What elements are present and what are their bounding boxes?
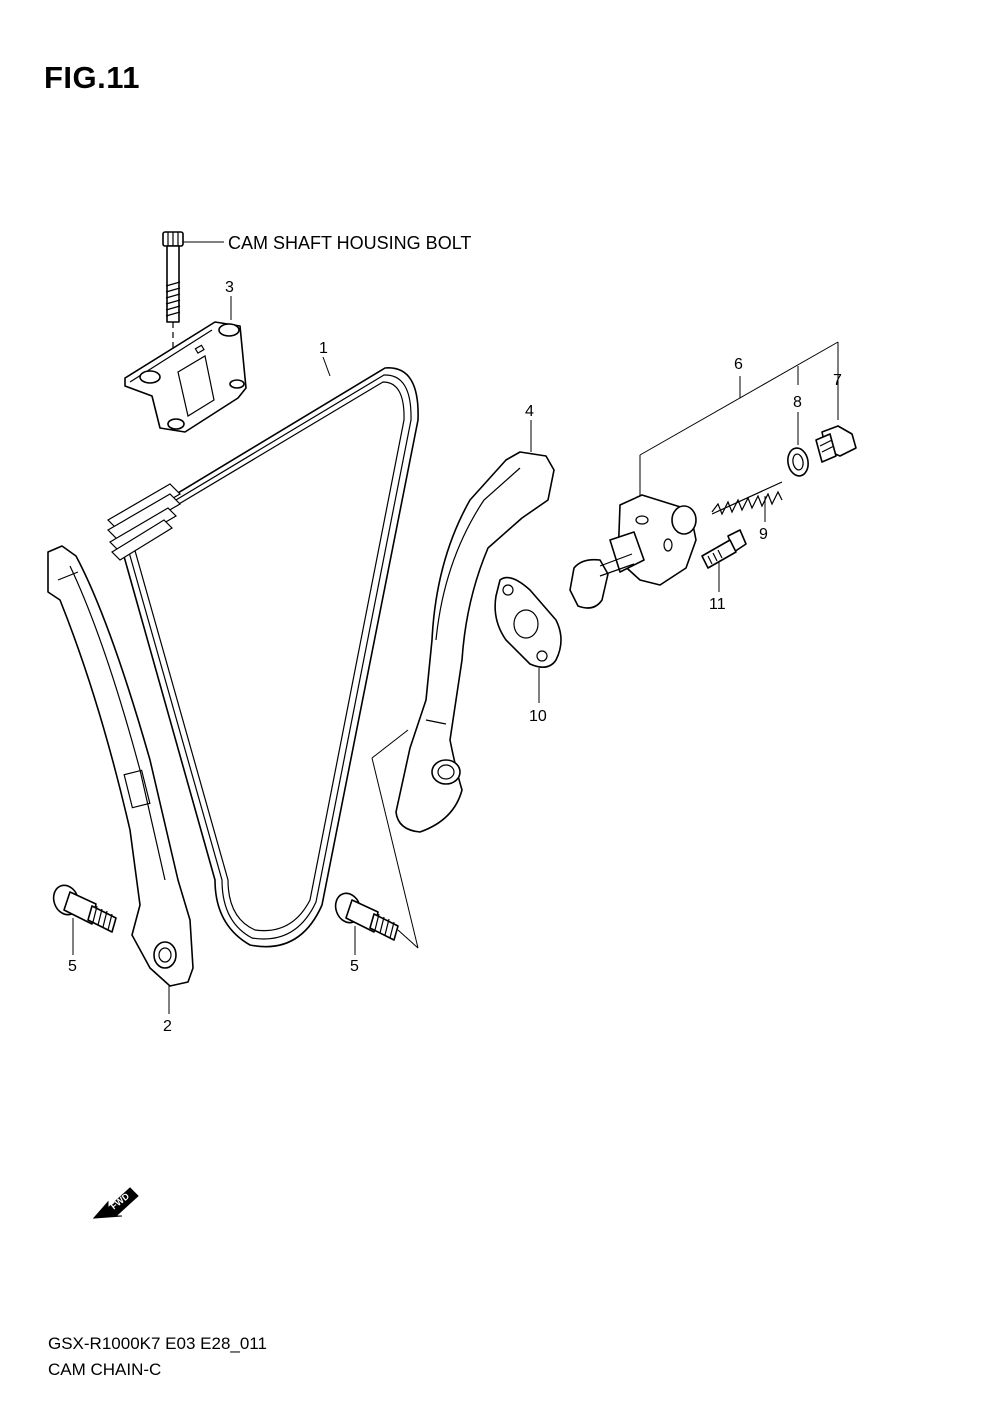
ref-label-4: 4 [525,403,534,420]
ref-label-9: 9 [759,526,768,543]
washer-part-8 [787,447,809,477]
ref-label-2: 2 [163,1018,172,1035]
ref-label-11: 11 [709,596,726,613]
chain-guide-part-2 [47,545,194,1014]
drawing-code: GSX-R1000K7 E03 E28_011 [48,1334,267,1353]
ref-label-3: 3 [225,279,234,296]
spring-part-9 [711,481,783,522]
cam-shaft-housing-bolt-label: CAM SHAFT HOUSING BOLT [228,233,471,253]
guide-bolt-part-5-left [52,884,117,955]
tensioner-arm-part-4 [395,420,555,833]
tensioner-adjuster-part-6 [569,341,839,609]
forward-direction-icon: FWD [92,1187,139,1219]
guide-bolt-part-5-center [334,729,419,955]
ref-label-6: 6 [734,356,743,373]
ref-label-7: 7 [833,372,842,389]
cam-chain-part-1 [107,356,419,948]
ref-label-5-center: 5 [350,958,359,975]
gasket-part-10 [494,576,562,703]
ref-label-10: 10 [529,708,547,725]
ref-label-1: 1 [319,340,328,357]
cam-holder-part-3 [124,296,247,433]
bolt-part-11 [701,529,747,592]
figure-title: FIG.11 [44,60,141,95]
plug-bolt-part-7 [815,425,857,463]
ref-label-5-left: 5 [68,958,77,975]
ref-label-8: 8 [793,394,802,411]
drawing-name: CAM CHAIN-C [48,1360,162,1379]
